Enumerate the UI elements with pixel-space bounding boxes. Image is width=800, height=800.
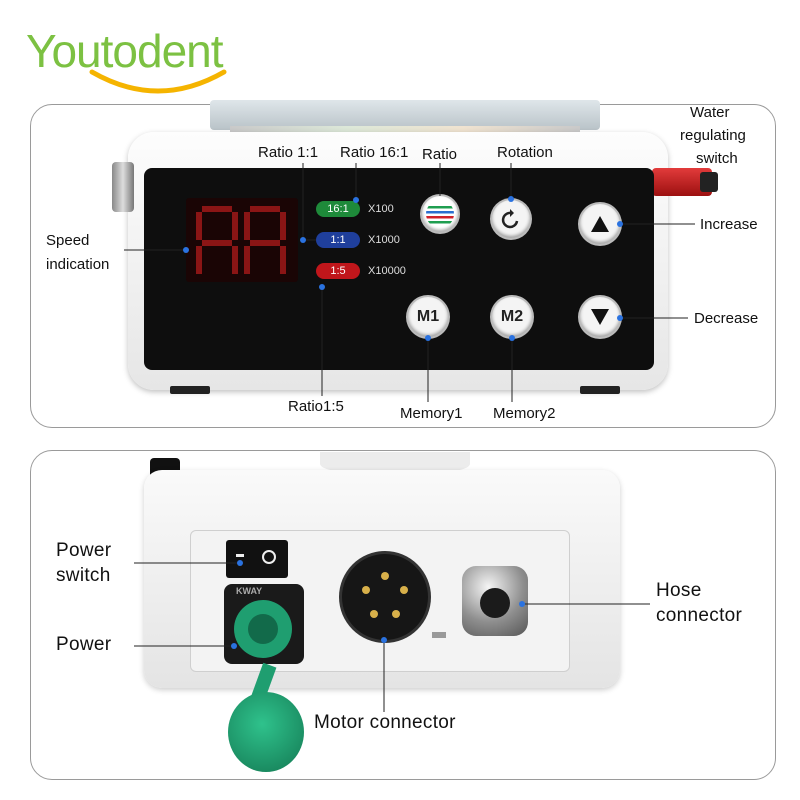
rotation-icon	[501, 209, 519, 229]
label-hose-2: connector	[656, 605, 743, 626]
power-connector-cap[interactable]	[228, 692, 304, 772]
device-foot	[170, 386, 210, 394]
power-connector[interactable]	[234, 600, 292, 658]
label-hose-1: Hose	[656, 580, 702, 601]
label-speed-2: indication	[46, 256, 110, 273]
logo-text: Youtodent	[26, 25, 224, 77]
memory2-button-label: M2	[500, 308, 524, 325]
water-switch-knob[interactable]	[700, 172, 718, 192]
motor-connector-pins	[362, 572, 408, 618]
device-top-lid	[210, 100, 600, 130]
ratio-multiplier-x10000: X10000	[368, 265, 406, 277]
power-connector-body: KWAY	[224, 584, 304, 664]
decrease-button[interactable]	[580, 297, 620, 337]
label-rotation: Rotation	[497, 144, 553, 161]
label-water-3: switch	[696, 150, 738, 167]
memory2-button[interactable]: M2	[492, 297, 532, 337]
increase-arrow-icon	[591, 216, 609, 232]
ratio-button[interactable]	[422, 196, 458, 232]
power-switch-on-mark	[236, 554, 244, 557]
side-knob	[112, 162, 134, 212]
label-motor-connector: Motor connector	[314, 712, 456, 733]
ratio-chip-16-1: 16:1	[316, 201, 360, 217]
status-led	[432, 632, 446, 638]
label-speed-1: Speed	[46, 232, 90, 249]
memory1-button-label: M1	[416, 308, 440, 325]
label-ratio: Ratio	[422, 146, 458, 163]
connector-brand: KWAY	[236, 586, 263, 596]
logo-smile-icon	[89, 69, 227, 94]
label-power-switch-1: Power	[56, 540, 112, 561]
speed-display	[186, 198, 298, 282]
decrease-arrow-icon	[591, 309, 609, 325]
label-memory2: Memory2	[493, 405, 556, 422]
device-foot	[580, 386, 620, 394]
ratio-chip-1-1: 1:1	[316, 232, 360, 248]
label-ratio-16-1: Ratio 16:1	[340, 144, 409, 161]
label-power: Power	[56, 634, 112, 655]
label-increase: Increase	[700, 216, 758, 233]
ratio-multiplier-x1000: X1000	[368, 234, 400, 246]
rotation-button[interactable]	[492, 200, 530, 238]
ratio-multiplier-x100: X100	[368, 203, 394, 215]
label-ratio-1-5: Ratio1:5	[288, 398, 344, 415]
increase-button[interactable]	[580, 204, 620, 244]
motor-connector[interactable]	[342, 554, 428, 640]
label-water-2: regulating	[680, 127, 746, 144]
power-switch[interactable]	[226, 540, 288, 578]
speed-display-digits	[196, 206, 286, 274]
label-ratio-1-1: Ratio 1:1	[258, 144, 319, 161]
memory1-button[interactable]: M1	[408, 297, 448, 337]
label-decrease: Decrease	[694, 310, 759, 327]
hose-connector[interactable]	[462, 566, 528, 636]
label-memory1: Memory1	[400, 405, 463, 422]
label-power-switch-2: switch	[56, 565, 111, 586]
ratio-stripes-icon	[426, 206, 454, 224]
power-switch-off-mark	[262, 550, 276, 564]
ratio-chip-1-5: 1:5	[316, 263, 360, 279]
brand-logo: Youtodent	[26, 24, 224, 78]
label-water-1: Water	[690, 104, 730, 121]
